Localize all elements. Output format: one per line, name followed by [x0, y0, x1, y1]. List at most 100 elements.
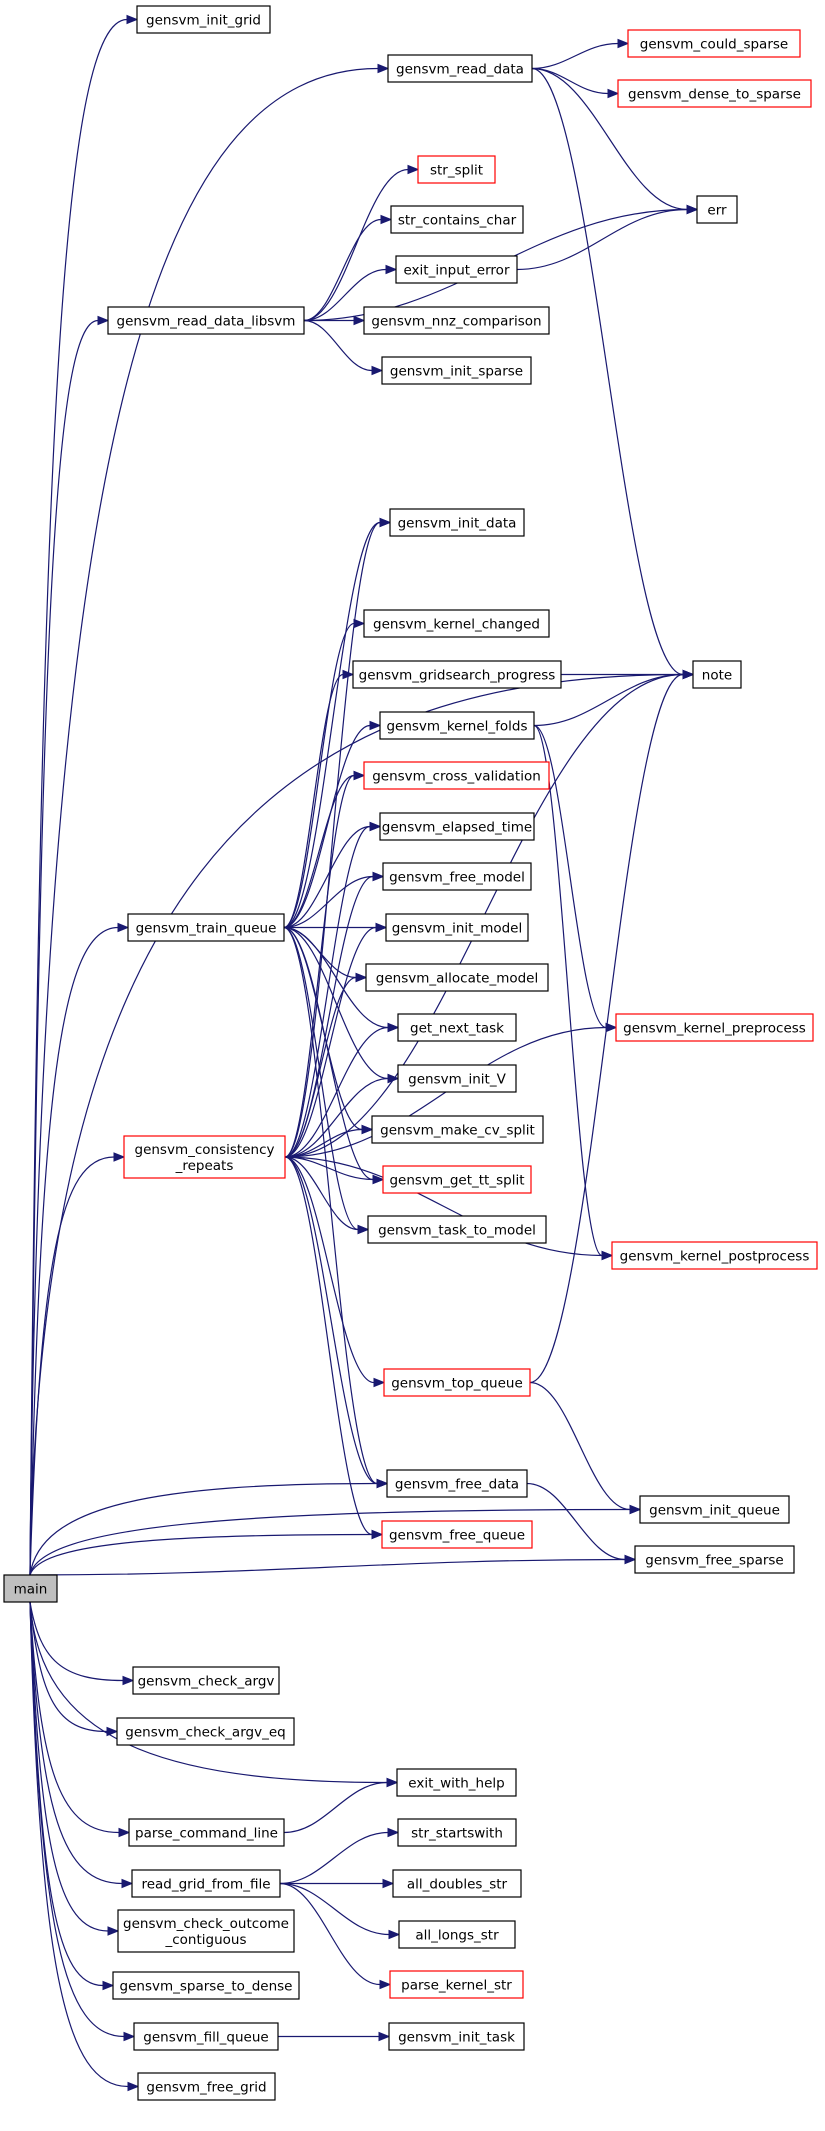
node-label: gensvm_kernel_preprocess: [623, 1021, 806, 1037]
edge-arrowhead: [126, 14, 139, 25]
node-box: [385, 913, 529, 942]
edge-gensvm_consistency_repeats-to-get_next_task: [284, 1026, 389, 1158]
node-gensvm-free-model[interactable]: gensvm_free_model: [382, 862, 532, 891]
node-str-startswith[interactable]: str_startswith: [397, 1818, 517, 1847]
node-box: [389, 1970, 524, 1999]
node-gensvm-elapsed-time[interactable]: gensvm_elapsed_time: [379, 812, 535, 841]
node-gensvm-nnz-comparison[interactable]: gensvm_nnz_comparison: [363, 306, 550, 335]
edge-gensvm_consistency_repeats-to-gensvm_free_queue: [284, 1156, 373, 1536]
node-box: [379, 711, 535, 740]
node-box: [365, 963, 549, 992]
node-label: gensvm_init_model: [392, 921, 523, 937]
node-gensvm-free-sparse[interactable]: gensvm_free_sparse: [634, 1545, 795, 1574]
node-box: [132, 1666, 280, 1695]
node-parse-kernel-str[interactable]: parse_kernel_str: [389, 1970, 524, 1999]
node-gensvm-init-V[interactable]: gensvm_init_V: [397, 1064, 517, 1093]
node-label: gensvm_init_grid: [146, 13, 261, 29]
node-gensvm-cross-validation[interactable]: gensvm_cross_validation: [363, 761, 550, 790]
node-gensvm-init-task[interactable]: gensvm_init_task: [388, 2022, 525, 2051]
node-label: parse_kernel_str: [401, 1978, 512, 1994]
node-read-grid-from-file[interactable]: read_grid_from_file: [131, 1869, 281, 1898]
node-gensvm-init-sparse[interactable]: gensvm_init_sparse: [381, 356, 532, 385]
edge-gensvm_consistency_repeats-to-gensvm_top_queue: [284, 1156, 375, 1384]
edge-arrowhead: [379, 517, 392, 528]
node-gensvm-read-data[interactable]: gensvm_read_data: [387, 54, 533, 83]
node-box: [615, 1013, 814, 1042]
edge-gensvm_read_data_libsvm-to-str_split: [303, 168, 409, 322]
edge-read_grid_from_file-to-all_longs_str: [279, 1882, 390, 1936]
node-gensvm-train-queue[interactable]: gensvm_train_queue: [127, 913, 285, 942]
edge-main-to-gensvm_free_queue: [29, 1533, 373, 1576]
node-label: gensvm_init_data: [398, 516, 517, 532]
node-gensvm-check-argv-eq[interactable]: gensvm_check_argv_eq: [116, 1717, 295, 1746]
node-label: str_split: [430, 163, 483, 179]
edge-arrowhead: [379, 1979, 392, 1990]
node-gensvm-kernel-preprocess[interactable]: gensvm_kernel_preprocess: [615, 1013, 814, 1042]
edge-main-to-gensvm_free_data: [29, 1482, 378, 1576]
node-gensvm-free-data[interactable]: gensvm_free_data: [386, 1469, 528, 1498]
node-gensvm-read-data-libsvm[interactable]: gensvm_read_data_libsvm: [107, 306, 305, 335]
node-box: [363, 609, 550, 638]
node-box: [381, 356, 532, 385]
node-exit-input-error[interactable]: exit_input_error: [395, 255, 518, 284]
edge-gensvm_free_data-to-gensvm_free_sparse: [526, 1482, 626, 1561]
node-gensvm-kernel-changed[interactable]: gensvm_kernel_changed: [363, 609, 550, 638]
edge-main-to-gensvm_consistency_repeats: [29, 1156, 115, 1576]
node-all-doubles-str[interactable]: all_doubles_str: [392, 1869, 522, 1898]
edge-arrowhead: [372, 871, 385, 882]
node-gensvm-task-to-model[interactable]: gensvm_task_to_model: [367, 1215, 547, 1244]
node-label: str_startswith: [411, 1826, 503, 1842]
node-label: gensvm_kernel_changed: [373, 617, 540, 633]
node-box: [136, 5, 271, 34]
edge-gensvm_train_queue-to-gensvm_elapsed_time: [283, 825, 371, 929]
node-label: all_longs_str: [415, 1928, 499, 1944]
edge-gensvm_train_queue-to-gensvm_free_model: [283, 875, 374, 929]
node-gensvm-init-grid[interactable]: gensvm_init_grid: [136, 5, 271, 34]
node-str-split[interactable]: str_split: [417, 155, 496, 184]
node-gensvm-gridsearch-progress[interactable]: gensvm_gridsearch_progress: [352, 660, 562, 689]
edge-arrowhead: [407, 164, 420, 175]
edge-gensvm_kernel_folds-to-gensvm_kernel_postprocess: [533, 724, 603, 1257]
edge-arrowhead: [127, 2081, 140, 2092]
node-get-next-task[interactable]: get_next_task: [397, 1013, 517, 1042]
node-gensvm-kernel-postprocess[interactable]: gensvm_kernel_postprocess: [611, 1241, 818, 1270]
node-gensvm-get-tt-split[interactable]: gensvm_get_tt_split: [382, 1165, 532, 1194]
edge-main-to-gensvm_free_sparse: [29, 1558, 626, 1576]
edge-arrowhead: [371, 1529, 384, 1540]
node-gensvm-check-argv[interactable]: gensvm_check_argv: [132, 1666, 280, 1695]
node-note[interactable]: note: [692, 660, 742, 689]
node-exit-with-help[interactable]: exit_with_help: [396, 1768, 517, 1797]
node-gensvm-top-queue[interactable]: gensvm_top_queue: [383, 1368, 531, 1397]
node-label: parse_command_line: [135, 1826, 278, 1842]
node-gensvm-sparse-to-dense[interactable]: gensvm_sparse_to_dense: [112, 1971, 300, 2000]
edge-arrowhead: [118, 1827, 131, 1838]
edge-gensvm_train_queue-to-gensvm_init_V: [283, 926, 389, 1080]
node-gensvm-init-model[interactable]: gensvm_init_model: [385, 913, 529, 942]
node-gensvm-kernel-folds[interactable]: gensvm_kernel_folds: [379, 711, 535, 740]
node-box: [617, 79, 812, 108]
node-label: gensvm_train_queue: [136, 921, 277, 937]
node-gensvm-init-queue[interactable]: gensvm_init_queue: [639, 1495, 790, 1524]
node-gensvm-fill-queue[interactable]: gensvm_fill_queue: [133, 2022, 279, 2051]
node-gensvm-check-outcome-contiguous[interactable]: gensvm_check_outcome_contiguous: [117, 1909, 295, 1953]
node-label: gensvm_kernel_folds: [386, 719, 527, 735]
node-parse-command-line[interactable]: parse_command_line: [128, 1818, 285, 1847]
node-gensvm-consistency-repeats[interactable]: gensvm_consistency_repeats: [123, 1135, 286, 1179]
node-gensvm-free-queue[interactable]: gensvm_free_queue: [381, 1520, 533, 1549]
node-gensvm-init-data[interactable]: gensvm_init_data: [389, 508, 525, 537]
node-gensvm-allocate-model[interactable]: gensvm_allocate_model: [365, 963, 549, 992]
edge-arrowhead: [369, 720, 382, 731]
edge-arrowhead: [106, 1726, 119, 1737]
node-gensvm-could-sparse[interactable]: gensvm_could_sparse: [627, 29, 801, 58]
node-gensvm-free-grid[interactable]: gensvm_free_grid: [137, 2072, 276, 2101]
node-all-longs-str[interactable]: all_longs_str: [398, 1920, 516, 1949]
edge-arrowhead: [682, 669, 695, 680]
node-str-contains-char[interactable]: str_contains_char: [390, 205, 524, 234]
node-err[interactable]: err: [696, 195, 738, 224]
node-box: [117, 1909, 295, 1953]
node-gensvm-dense-to-sparse[interactable]: gensvm_dense_to_sparse: [617, 79, 812, 108]
edge-main-to-read_grid_from_file: [29, 1601, 123, 1885]
node-label: err: [707, 203, 727, 219]
node-gensvm-make-cv-split[interactable]: gensvm_make_cv_split: [371, 1115, 544, 1144]
node-label: gensvm_sparse_to_dense: [120, 1979, 293, 1995]
